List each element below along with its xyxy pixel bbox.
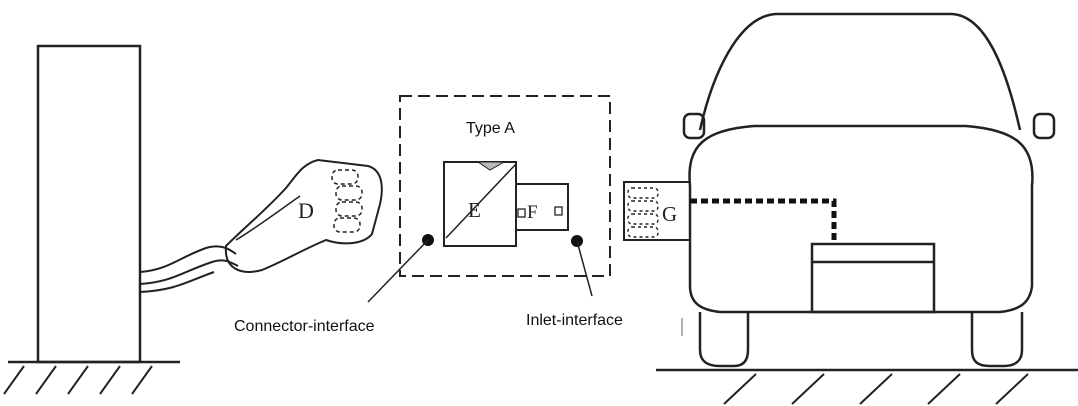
vehicle-inlet-g: G — [623, 181, 691, 241]
plug-f: F — [515, 183, 569, 231]
connector-interface-leader — [367, 239, 429, 303]
vehicle-body-outline — [688, 124, 1034, 314]
socket-letter-e: E — [468, 198, 481, 222]
connector-grip-line — [235, 195, 301, 241]
vehicle-inlet-letter-g: G — [662, 202, 677, 226]
station-ground-hatching — [3, 365, 153, 395]
vehicle-left-wheel — [698, 312, 750, 368]
plug-letter-f: F — [527, 202, 538, 223]
plug-f-left-pin — [517, 208, 526, 218]
connector-letter-d: D — [298, 198, 314, 223]
connector-handle-outline — [224, 158, 383, 273]
plug-f-right-pin — [554, 206, 563, 216]
socket-e-diagonal — [445, 163, 517, 239]
connector-pins — [331, 169, 363, 233]
vehicle-battery — [810, 242, 936, 314]
vehicle-left-mirror — [682, 112, 706, 140]
vehicle-right-wheel — [970, 312, 1024, 368]
charging-post — [36, 44, 142, 364]
inlet-interface-label: Inlet-interface — [526, 312, 623, 329]
vehicle-right-mirror — [1032, 112, 1056, 140]
charging-cable — [139, 245, 239, 293]
battery-body — [810, 242, 936, 314]
connector-interface-label: Connector-interface — [234, 318, 375, 335]
electric-vehicle — [682, 12, 1056, 368]
charging-connector-handle: D — [224, 158, 383, 273]
inlet-to-battery-wiring — [690, 198, 837, 244]
vehicle-roof-outline — [698, 12, 1022, 131]
interface-dashed-boundary — [399, 95, 611, 277]
type-a-label: Type A — [466, 120, 515, 137]
socket-e: E — [443, 161, 517, 247]
vehicle-ground — [656, 368, 1078, 405]
socket-e-notch — [476, 161, 506, 171]
charging-station — [3, 44, 180, 395]
inlet-interface-leader — [576, 240, 593, 297]
